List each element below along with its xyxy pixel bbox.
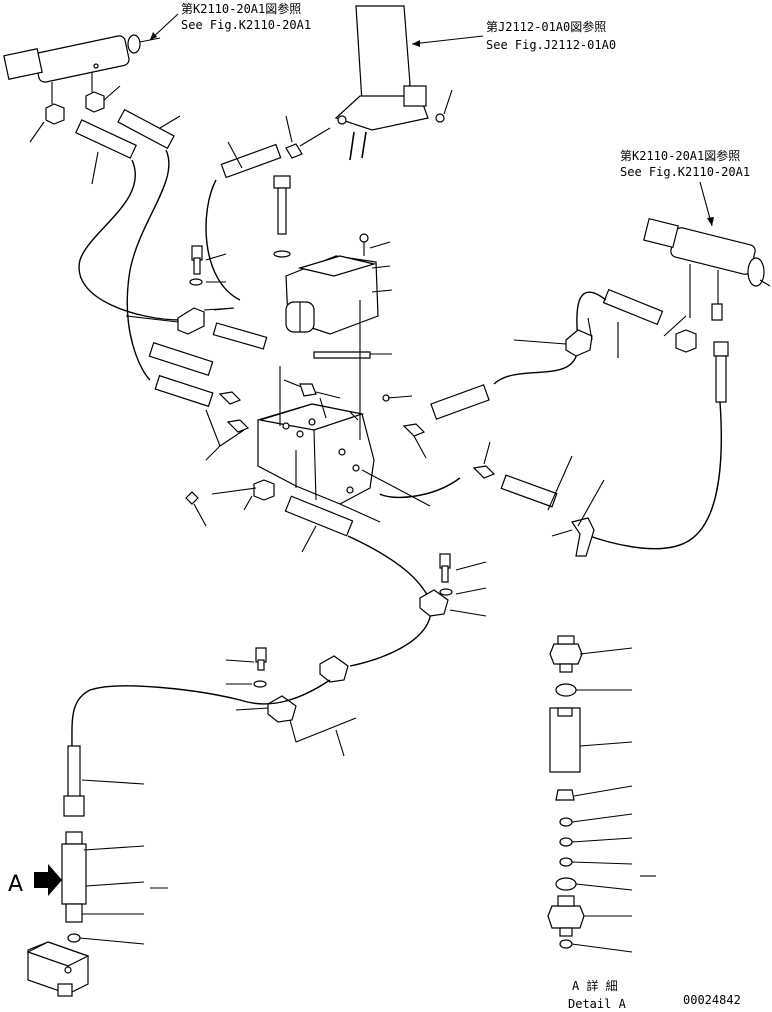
detail-a-parts [547,635,656,953]
reference-top-left-jp: 第K2110-20A1図参照 [181,1,301,16]
hoses-right [379,288,664,557]
clamp-left [125,307,235,335]
cylinder-right [583,217,771,550]
hoses-top-left [75,108,181,381]
drawing-number: 00024842 [683,993,741,1007]
reference-right: 第K2110-20A1図参照 See Fig.K2110-20A1 [620,148,750,227]
cylinder-top-left [3,34,161,143]
reference-top-center-en: See Fig.J2112-01A0 [486,38,616,52]
reference-top-left: 第K2110-20A1図参照 See Fig.K2110-20A1 [149,1,311,41]
reference-top-left-en: See Fig.K2110-20A1 [181,18,311,32]
reference-top-center: 第J2112-01A0図参照 See Fig.J2112-01A0 [411,19,616,52]
reference-top-center-jp: 第J2112-01A0図参照 [486,19,606,34]
detail-caption-en: Detail A [568,997,627,1011]
detail-caption-jp: A 詳 細 [572,978,618,993]
lower-left-assembly: A [8,745,168,997]
reference-right-en: See Fig.K2110-20A1 [620,165,750,179]
valve-bracket [299,5,453,161]
lower-hose [71,495,487,757]
center-hoses [205,115,303,301]
view-marker-a: A [8,872,23,897]
fittings-left [148,322,275,527]
valve-block [257,300,431,523]
view-arrow-icon [34,864,62,896]
reference-right-jp: 第K2110-20A1図参照 [620,148,740,163]
solenoid-valve [189,233,413,402]
